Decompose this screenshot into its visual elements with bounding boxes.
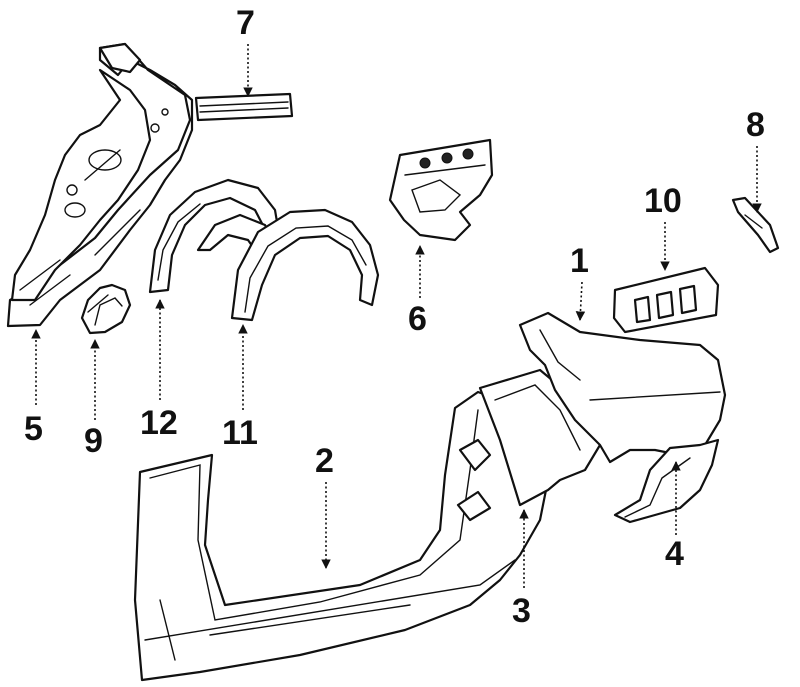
part-6-bracket [388,138,494,242]
leader-1 [575,281,586,321]
leader-lines [31,44,762,588]
part-1-quarter-panel [518,311,727,464]
callout-10: 10 [644,182,682,220]
callout-8: 8 [746,106,765,144]
callout-5: 5 [24,410,43,448]
part-8-clip [731,196,780,254]
callout-7: 7 [236,4,255,42]
part-11-outer-wheelhouse [230,208,380,322]
callout-12: 12 [140,404,178,442]
callout-numbers: 1 2 3 4 5 6 7 8 9 10 11 12 [24,4,765,630]
callout-6: 6 [408,300,427,338]
part-7-rail-extension [194,92,294,122]
callout-4: 4 [665,535,684,573]
part-5-inner-quarter-panel [6,42,194,328]
callout-3: 3 [512,592,531,630]
callout-2: 2 [315,442,334,480]
part-4-extension-panel [613,438,720,524]
part-9-fuel-door-housing [80,283,132,335]
part-2-rocker-panel [133,390,550,682]
callout-1: 1 [570,242,589,280]
callout-11: 11 [222,414,258,452]
callout-9: 9 [84,422,103,460]
part-10-panel [612,266,720,334]
